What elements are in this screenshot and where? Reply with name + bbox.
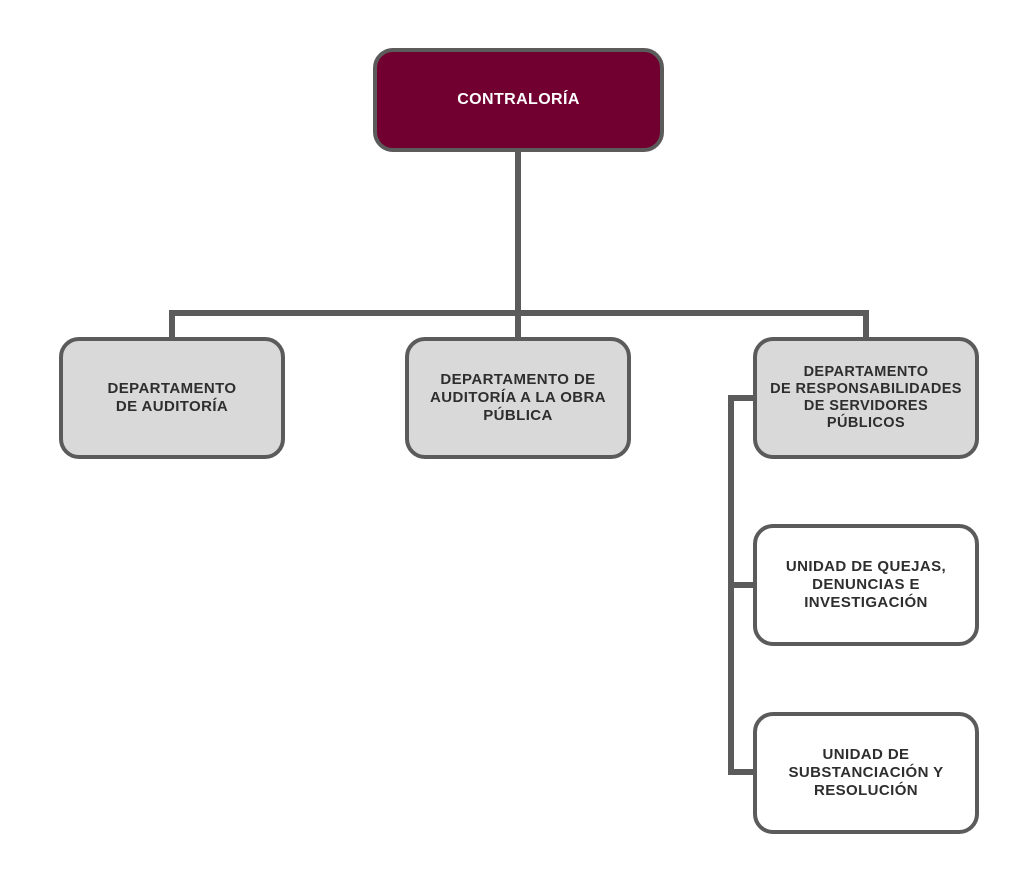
contraloria-node: CONTRALORÍA bbox=[373, 48, 664, 152]
departamento-obra-publica-label: DEPARTAMENTO DE AUDITORÍA A LA OBRA PÚBL… bbox=[430, 371, 606, 424]
unidad-quejas-label: UNIDAD DE QUEJAS, DENUNCIAS E INVESTIGAC… bbox=[785, 558, 947, 611]
unidad-substanciacion-node: UNIDAD DE SUBSTANCIACIÓN Y RESOLUCIÓN bbox=[753, 712, 979, 834]
contraloria-label: CONTRALORÍA bbox=[457, 90, 580, 108]
departamento-auditoria-label: DEPARTAMENTO DE AUDITORÍA bbox=[107, 380, 237, 415]
departamento-responsabilidades-node: DEPARTAMENTO DE RESPONSABILIDADES DE SER… bbox=[753, 337, 979, 459]
unidad-substanciacion-label: UNIDAD DE SUBSTANCIACIÓN Y RESOLUCIÓN bbox=[788, 746, 944, 799]
departamento-responsabilidades-label: DEPARTAMENTO DE RESPONSABILIDADES DE SER… bbox=[770, 363, 962, 432]
unidad-quejas-node: UNIDAD DE QUEJAS, DENUNCIAS E INVESTIGAC… bbox=[753, 524, 979, 646]
departamento-auditoria-node: DEPARTAMENTO DE AUDITORÍA bbox=[59, 337, 285, 459]
departamento-obra-publica-node: DEPARTAMENTO DE AUDITORÍA A LA OBRA PÚBL… bbox=[405, 337, 631, 459]
